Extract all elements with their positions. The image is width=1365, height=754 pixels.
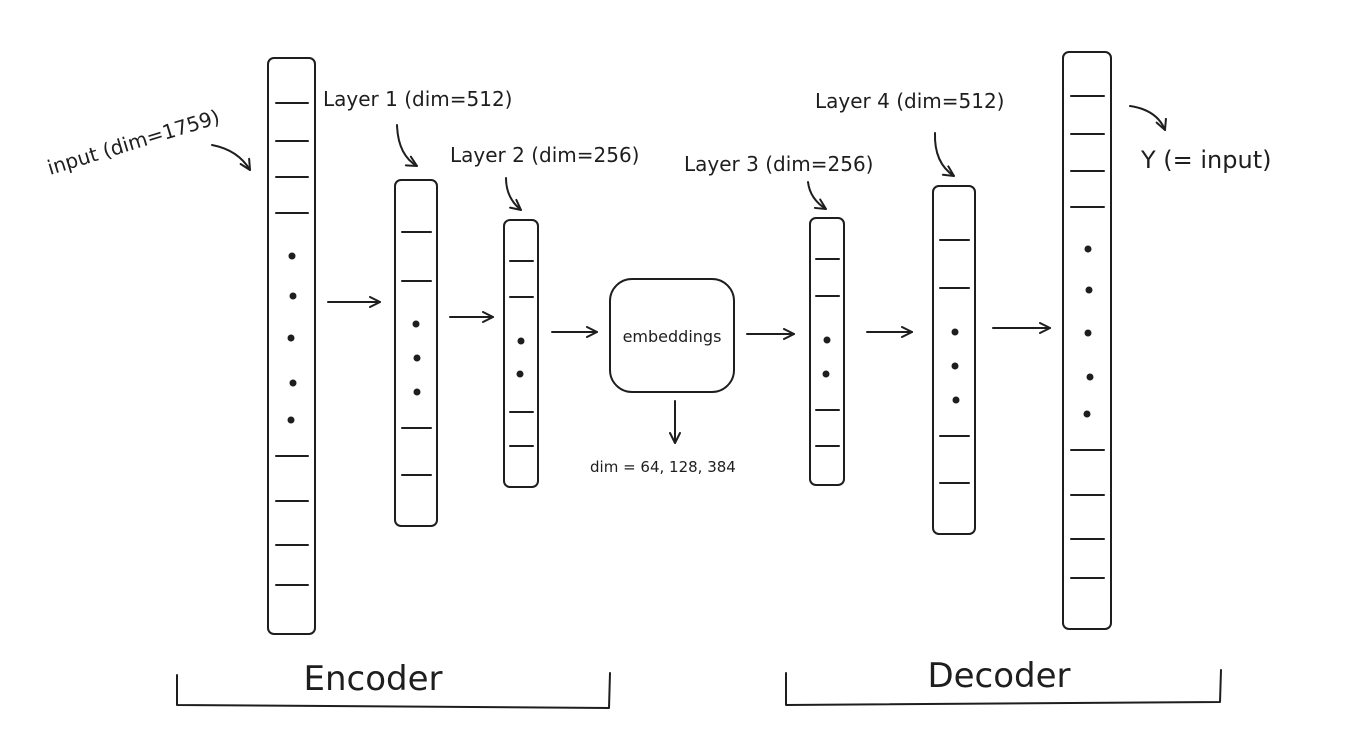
input-label: input (dim=1759) [44, 105, 222, 180]
layer2-label: Layer 2 (dim=256) [450, 143, 639, 167]
pointer-layer3 [807, 181, 827, 210]
flow-arrows [327, 296, 1051, 444]
decoder-label: Decoder [927, 656, 1070, 696]
layer1-label: Layer 1 (dim=512) [323, 87, 512, 111]
layer4-column [932, 185, 976, 535]
pointer-layer1 [396, 124, 418, 167]
layer2-column [503, 219, 539, 488]
layer1-column [394, 179, 438, 527]
pointer-input [211, 144, 251, 171]
output-layer-column [1062, 51, 1112, 630]
layer3-column [809, 217, 845, 486]
layer4-label: Layer 4 (dim=512) [815, 89, 1004, 113]
decoder-bracket: Decoder [785, 656, 1222, 706]
encoder-label: Encoder [303, 659, 442, 699]
embeddings-node: embeddings [609, 278, 735, 393]
output-label: Y (= input) [1140, 146, 1272, 174]
pointer-layer4 [933, 132, 955, 177]
layer3-label: Layer 3 (dim=256) [684, 152, 873, 176]
input-layer-column [267, 57, 316, 635]
embedding-dims-label: dim = 64, 128, 384 [590, 458, 736, 476]
encoder-bracket: Encoder [176, 659, 611, 709]
pointer-layer2 [505, 177, 522, 211]
pointer-output [1129, 105, 1167, 131]
label-pointer-arrows [211, 105, 1167, 211]
embeddings-label: embeddings [623, 327, 722, 346]
